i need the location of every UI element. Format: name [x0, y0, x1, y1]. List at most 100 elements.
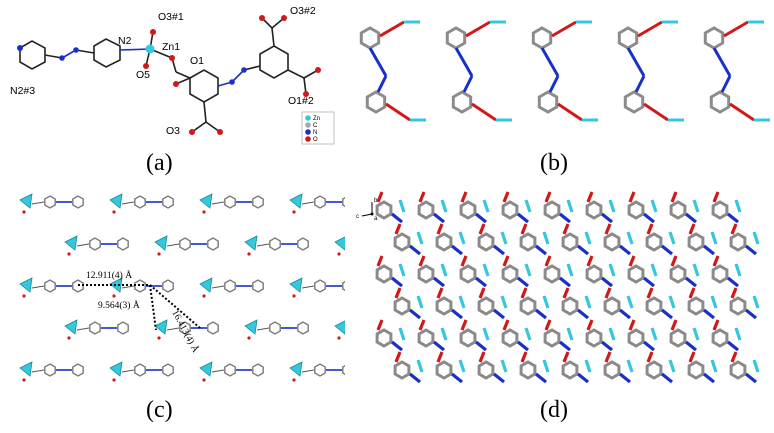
bond	[31, 285, 45, 289]
zn-bond	[626, 359, 634, 373]
panel-d-packing: b c a	[350, 180, 774, 405]
zn-bond	[650, 199, 658, 213]
ring	[537, 90, 559, 114]
bond	[121, 201, 135, 205]
carboxylate-bond	[460, 191, 468, 203]
bond	[301, 369, 315, 373]
azo-bond	[454, 47, 474, 77]
panel-b-structure	[359, 20, 770, 122]
azo-bond	[517, 212, 529, 224]
ring	[297, 321, 309, 335]
ring	[72, 363, 84, 377]
ring	[623, 90, 645, 114]
ring	[519, 296, 537, 316]
zn-bond	[710, 359, 718, 373]
oxygen-atom	[67, 336, 71, 340]
azo-bond	[727, 212, 739, 224]
ring	[531, 26, 553, 50]
ring	[365, 90, 387, 114]
oxygen-atom	[22, 294, 26, 298]
carboxylate-bond	[730, 223, 738, 235]
ring	[645, 296, 663, 316]
zn-tetrahedron	[289, 277, 303, 293]
ring	[375, 200, 393, 220]
bond	[166, 243, 180, 247]
legend-n: N	[313, 130, 317, 136]
ring	[252, 279, 264, 293]
zn-bond	[398, 263, 406, 277]
zn-bond	[584, 231, 592, 245]
carboxylate-bond	[460, 255, 468, 267]
ring	[561, 232, 579, 252]
ring	[669, 264, 687, 284]
zn-tetrahedron	[109, 193, 123, 209]
azo-bond	[745, 244, 757, 256]
carboxylate-bond	[520, 223, 528, 235]
ring	[207, 321, 219, 335]
azo-bond	[661, 308, 673, 320]
azo-bond	[601, 212, 613, 224]
panel-c-layer: 12.911(4) Å 9.564(3) Å 16.413(4) Å	[0, 180, 345, 405]
zn-tetrahedron	[289, 193, 303, 209]
ring	[459, 328, 477, 348]
zn-bond	[608, 263, 616, 277]
carboxylate-bond	[729, 102, 755, 122]
carboxylate-bond	[586, 319, 594, 331]
zn-bond	[734, 199, 742, 213]
zn-tetrahedron	[289, 361, 303, 377]
azo-bond	[493, 372, 505, 384]
oxygen-atom	[112, 378, 116, 382]
carboxylate-bond	[712, 319, 720, 331]
zn-bond	[524, 199, 532, 213]
ring	[435, 360, 453, 380]
carboxylate-bond	[551, 20, 577, 38]
ring	[375, 328, 393, 348]
oxygen-atom	[67, 252, 71, 256]
azo-bond	[727, 276, 739, 288]
azo-bond	[643, 212, 655, 224]
caption-d: (d)	[540, 397, 568, 423]
azo-bond	[548, 75, 560, 93]
azo-bond	[433, 212, 445, 224]
pyridine-ring-right	[93, 38, 121, 68]
oxygen-atom	[157, 252, 161, 256]
carboxylate-bond	[436, 351, 444, 363]
panel-b-chain	[330, 0, 774, 145]
label-zn1: Zn1	[162, 41, 180, 53]
azo-bond	[685, 212, 697, 224]
azo-bond	[433, 340, 445, 352]
caption-a: (a)	[146, 150, 173, 176]
azo-bond	[559, 212, 571, 224]
bond	[256, 243, 270, 247]
azo-bond	[475, 212, 487, 224]
ring	[72, 195, 84, 209]
carboxylate-bond	[646, 223, 654, 235]
azo-bond	[634, 75, 646, 93]
zn-bond	[542, 295, 550, 309]
zn-bond	[626, 295, 634, 309]
carboxylate-bond	[478, 223, 486, 235]
zn-tetrahedron	[109, 361, 123, 377]
ring	[417, 264, 435, 284]
bond	[31, 201, 45, 205]
ring	[519, 232, 537, 252]
ring	[477, 360, 495, 380]
panel-a-structure: O3#1 N2 Zn1 O1 O5 O3#2 N2#3 O1#2 O3 Zn C…	[10, 5, 335, 145]
ring	[314, 279, 326, 293]
carboxylate-bond	[460, 319, 468, 331]
ring	[585, 264, 603, 284]
zn-bond	[542, 231, 550, 245]
ring	[224, 279, 236, 293]
bond	[211, 369, 225, 373]
zn-bond	[566, 263, 574, 277]
label-o3: O3	[166, 125, 180, 137]
ring	[224, 363, 236, 377]
azo-bond	[409, 308, 421, 320]
pyridine-ring-left	[19, 40, 46, 70]
ring	[314, 363, 326, 377]
zn-bond	[398, 199, 406, 213]
ring	[207, 237, 219, 251]
carboxylate-bond	[688, 287, 696, 299]
zn-bond	[440, 199, 448, 213]
azo-bond	[601, 340, 613, 352]
